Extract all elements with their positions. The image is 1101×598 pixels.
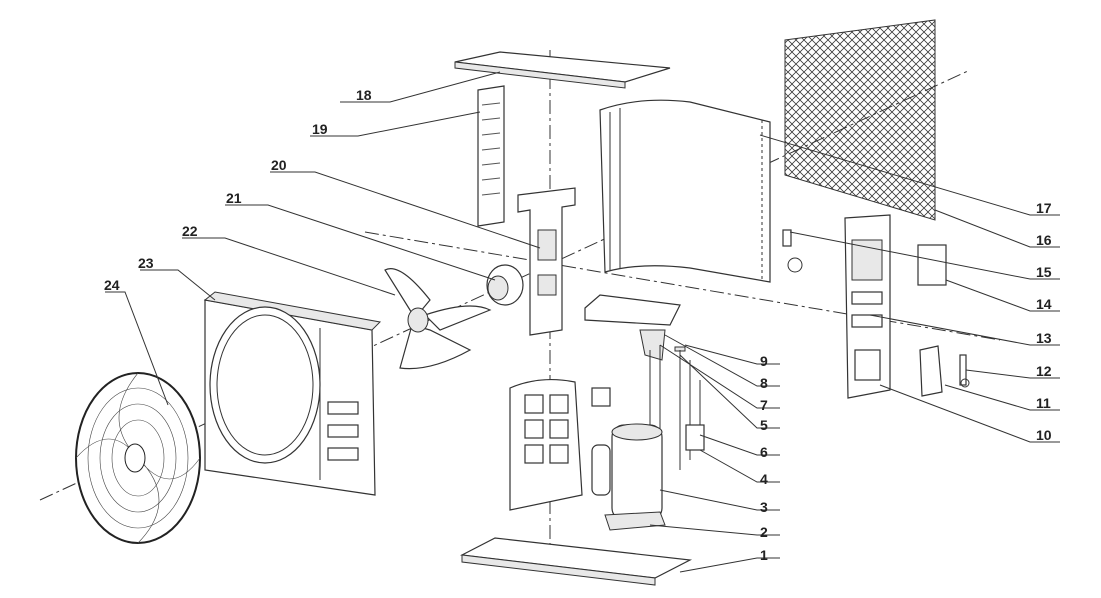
refrigerant-pipes — [591, 345, 705, 470]
motor-bracket — [517, 187, 576, 336]
compressor — [591, 423, 666, 531]
front-panel — [203, 291, 382, 496]
callout-23: 23 — [138, 255, 154, 271]
valve-assembly — [919, 345, 970, 397]
side-axis-line — [364, 231, 1001, 341]
callout-8: 8 — [760, 375, 768, 391]
callout-4: 4 — [760, 471, 768, 487]
temperature-sensor — [782, 229, 803, 273]
fan-guard — [75, 372, 201, 544]
callout-10: 10 — [1036, 427, 1052, 443]
callout-5: 5 — [760, 417, 768, 433]
callout-12: 12 — [1036, 363, 1052, 379]
callout-19: 19 — [312, 121, 328, 137]
callout-2: 2 — [760, 524, 768, 540]
fan-motor — [486, 264, 524, 306]
right-side-panel — [844, 214, 891, 399]
callout-16: 16 — [1036, 232, 1052, 248]
condenser-coil — [599, 99, 771, 283]
callout-6: 6 — [760, 444, 768, 460]
callout-21: 21 — [226, 190, 242, 206]
callout-17: 17 — [1036, 200, 1052, 216]
electric-control-box — [584, 294, 686, 361]
callout-13: 13 — [1036, 330, 1052, 346]
terminal-cover — [917, 244, 947, 286]
callout-1: 1 — [760, 547, 768, 563]
rear-mesh-guard — [784, 19, 936, 221]
callout-3: 3 — [760, 499, 768, 515]
fan-blade — [384, 268, 492, 370]
base-plate — [459, 537, 693, 586]
callout-9: 9 — [760, 353, 768, 369]
leader-lines — [105, 71, 1060, 573]
callout-20: 20 — [271, 157, 287, 173]
callout-22: 22 — [182, 223, 198, 239]
side-grille-strip — [477, 85, 505, 227]
callout-7: 7 — [760, 397, 768, 413]
callout-18: 18 — [356, 87, 372, 103]
callout-11: 11 — [1036, 395, 1051, 411]
callout-15: 15 — [1036, 264, 1052, 280]
callout-24: 24 — [104, 277, 120, 293]
partition-panel — [509, 378, 583, 511]
top-cover — [454, 51, 671, 89]
callout-14: 14 — [1036, 296, 1052, 312]
